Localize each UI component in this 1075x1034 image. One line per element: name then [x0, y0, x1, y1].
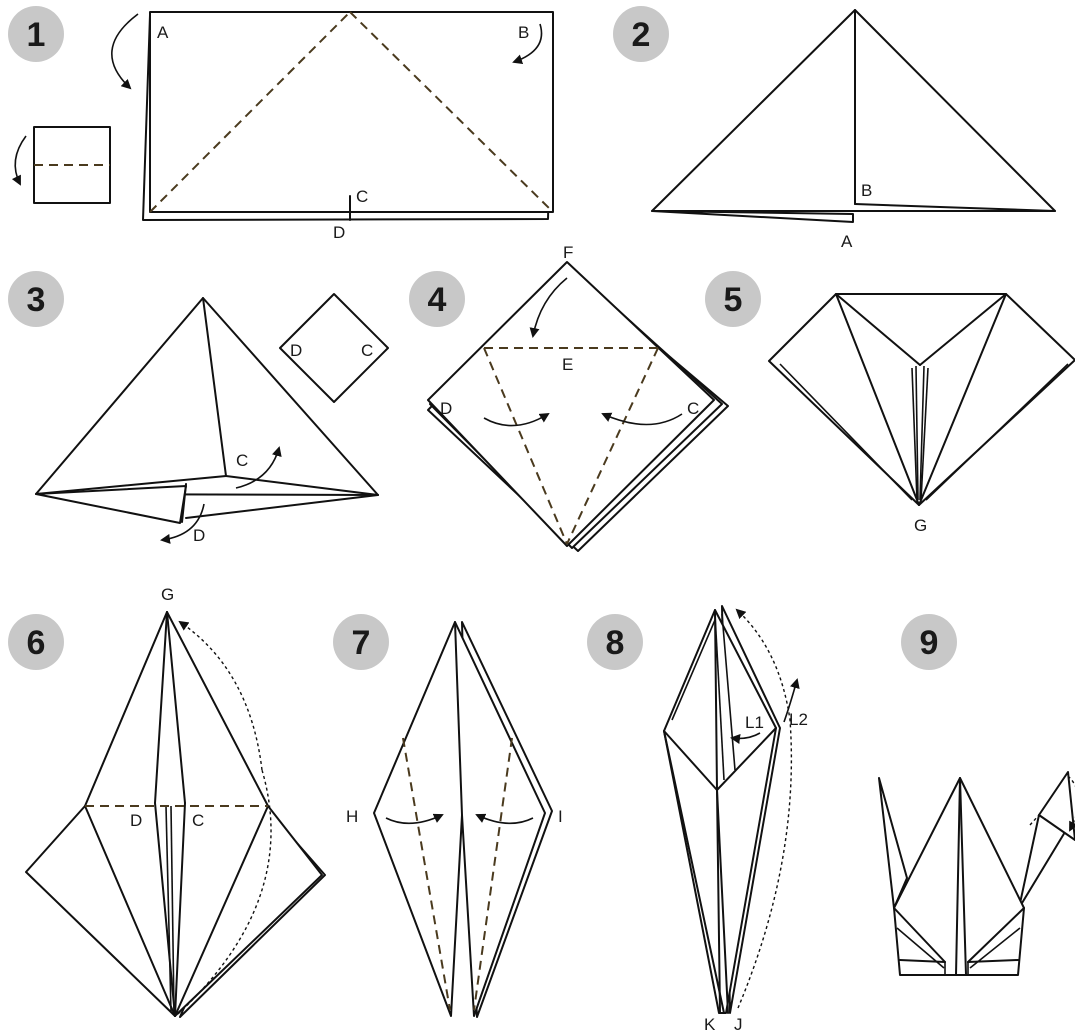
label-i: I — [558, 807, 563, 826]
step-number: 6 — [27, 624, 46, 662]
fold-arrow — [112, 14, 138, 88]
paper-front-layer — [150, 12, 553, 212]
label-h: H — [346, 807, 358, 826]
step-number: 9 — [920, 624, 939, 662]
label-a: A — [841, 232, 853, 251]
label-k: K — [704, 1015, 716, 1034]
step-6: 6 G D C — [8, 585, 325, 1017]
label-c: C — [236, 451, 248, 470]
label-b: B — [518, 23, 529, 42]
step-9: 9 — [879, 614, 1075, 975]
step-number: 3 — [27, 281, 46, 319]
label-g: G — [914, 516, 927, 535]
step-number: 7 — [352, 624, 371, 662]
step-7: 7 H I — [333, 614, 563, 1017]
step-number: 8 — [606, 624, 625, 662]
label-d: D — [440, 399, 452, 418]
label-c: C — [687, 399, 699, 418]
label-c: C — [361, 341, 373, 360]
step-number: 5 — [724, 281, 743, 319]
label-g: G — [161, 585, 174, 604]
label-f: F — [563, 243, 573, 262]
label-d: D — [193, 526, 205, 545]
small-square-hint — [15, 127, 110, 203]
label-l2: L2 — [789, 710, 808, 729]
step-2: 2 B A — [613, 6, 1055, 251]
step-number: 2 — [632, 16, 651, 54]
label-l1: L1 — [745, 713, 764, 732]
label-c: C — [192, 811, 204, 830]
label-c: C — [356, 187, 368, 206]
step-5: 5 G — [705, 271, 1075, 535]
label-e: E — [562, 355, 573, 374]
step-3: 3 C D D C — [8, 271, 388, 545]
label-a: A — [157, 23, 169, 42]
step-1: 1 A B C D — [8, 6, 553, 242]
step-8: 8 L1 L2 K J — [587, 606, 808, 1034]
step-number: 4 — [428, 281, 447, 319]
step-4: 4 F E D C — [409, 243, 728, 551]
label-d: D — [333, 223, 345, 242]
label-d: D — [130, 811, 142, 830]
label-d: D — [290, 341, 302, 360]
step-number: 1 — [27, 16, 46, 54]
label-j: J — [734, 1015, 743, 1034]
label-b: B — [861, 181, 872, 200]
